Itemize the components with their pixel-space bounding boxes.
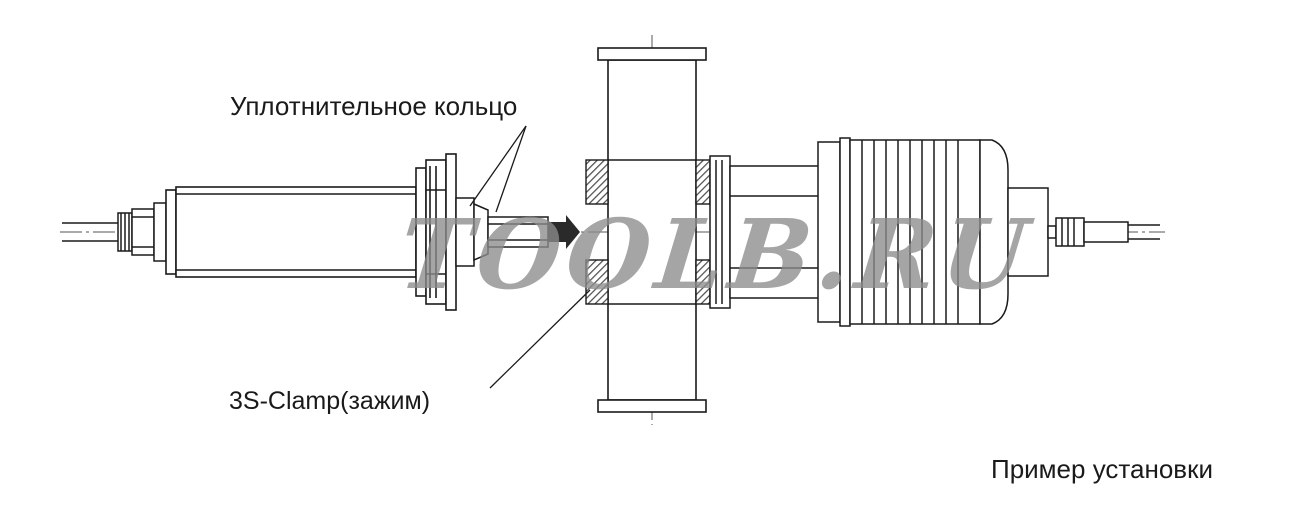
clamp-label: 3S-Clamp(зажим) — [229, 387, 431, 415]
clamp-leader-line — [489, 289, 591, 389]
right-adapter — [709, 155, 821, 309]
watermark: TOOLB.RU — [394, 198, 1039, 311]
left-cable — [62, 222, 120, 242]
right-cable — [1128, 224, 1160, 240]
vertical-pipe — [597, 47, 707, 413]
left-cable-connector — [117, 202, 167, 262]
cooling-fins — [817, 137, 1009, 327]
sensor-body — [165, 186, 417, 278]
seal-leader-lines — [469, 125, 527, 213]
right-cable-connector — [1007, 187, 1129, 277]
clamp-hatched-section — [585, 159, 711, 305]
seal-ring-label: Уплотнительное кольцо — [230, 91, 518, 121]
insertion-arrow-icon — [548, 215, 580, 249]
probe-tip — [455, 197, 549, 267]
figure-caption: Пример установки — [991, 454, 1214, 484]
